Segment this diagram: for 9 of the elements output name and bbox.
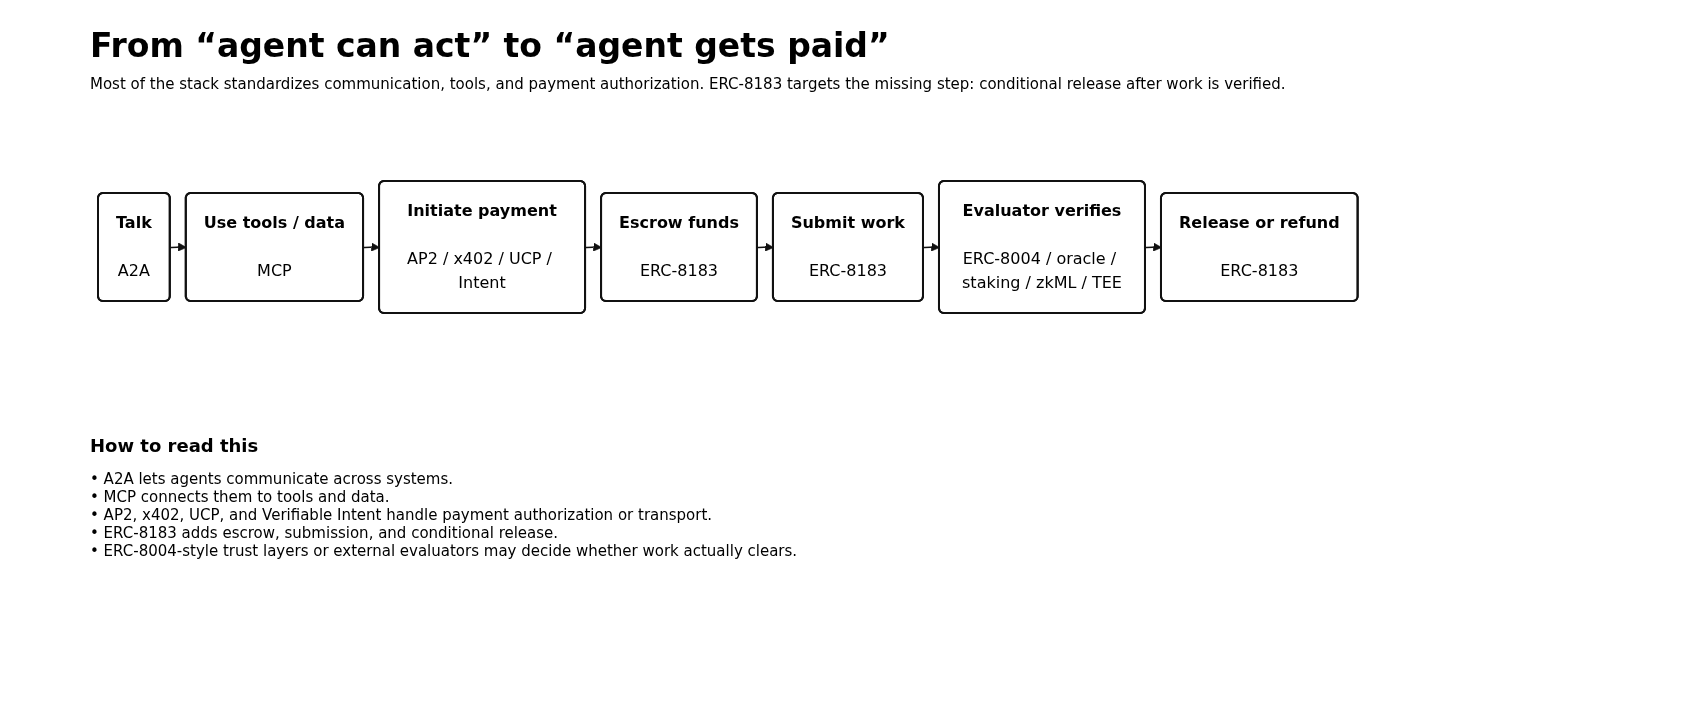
bullet-note: • MCP connects them to tools and data. <box>90 488 391 506</box>
bullet-note: • AP2, x402, UCP, and Verifiable Intent handle payment authorization or transport. <box>90 506 714 524</box>
bullet-note: • ERC-8004-style trust layers or external evaluators may decide whether work actually clears. <box>90 542 799 560</box>
subtitle: Most of the stack standardizes communication, tools, and payment authorization. ERC-8183 targets the missing step: conditional release after work is verified. <box>90 75 1287 93</box>
title: From “agent can act” to “agent gets paid” <box>90 26 891 65</box>
bullet-note: • ERC-8183 adds escrow, submission, and conditional release. <box>90 524 560 542</box>
node-text: Evaluator verifies ERC-8004 / oracle / staking / zkML / TEE <box>962 201 1122 292</box>
section-heading: How to read this <box>90 435 260 456</box>
bullet-note: • A2A lets agents communicate across systems. <box>90 470 455 488</box>
